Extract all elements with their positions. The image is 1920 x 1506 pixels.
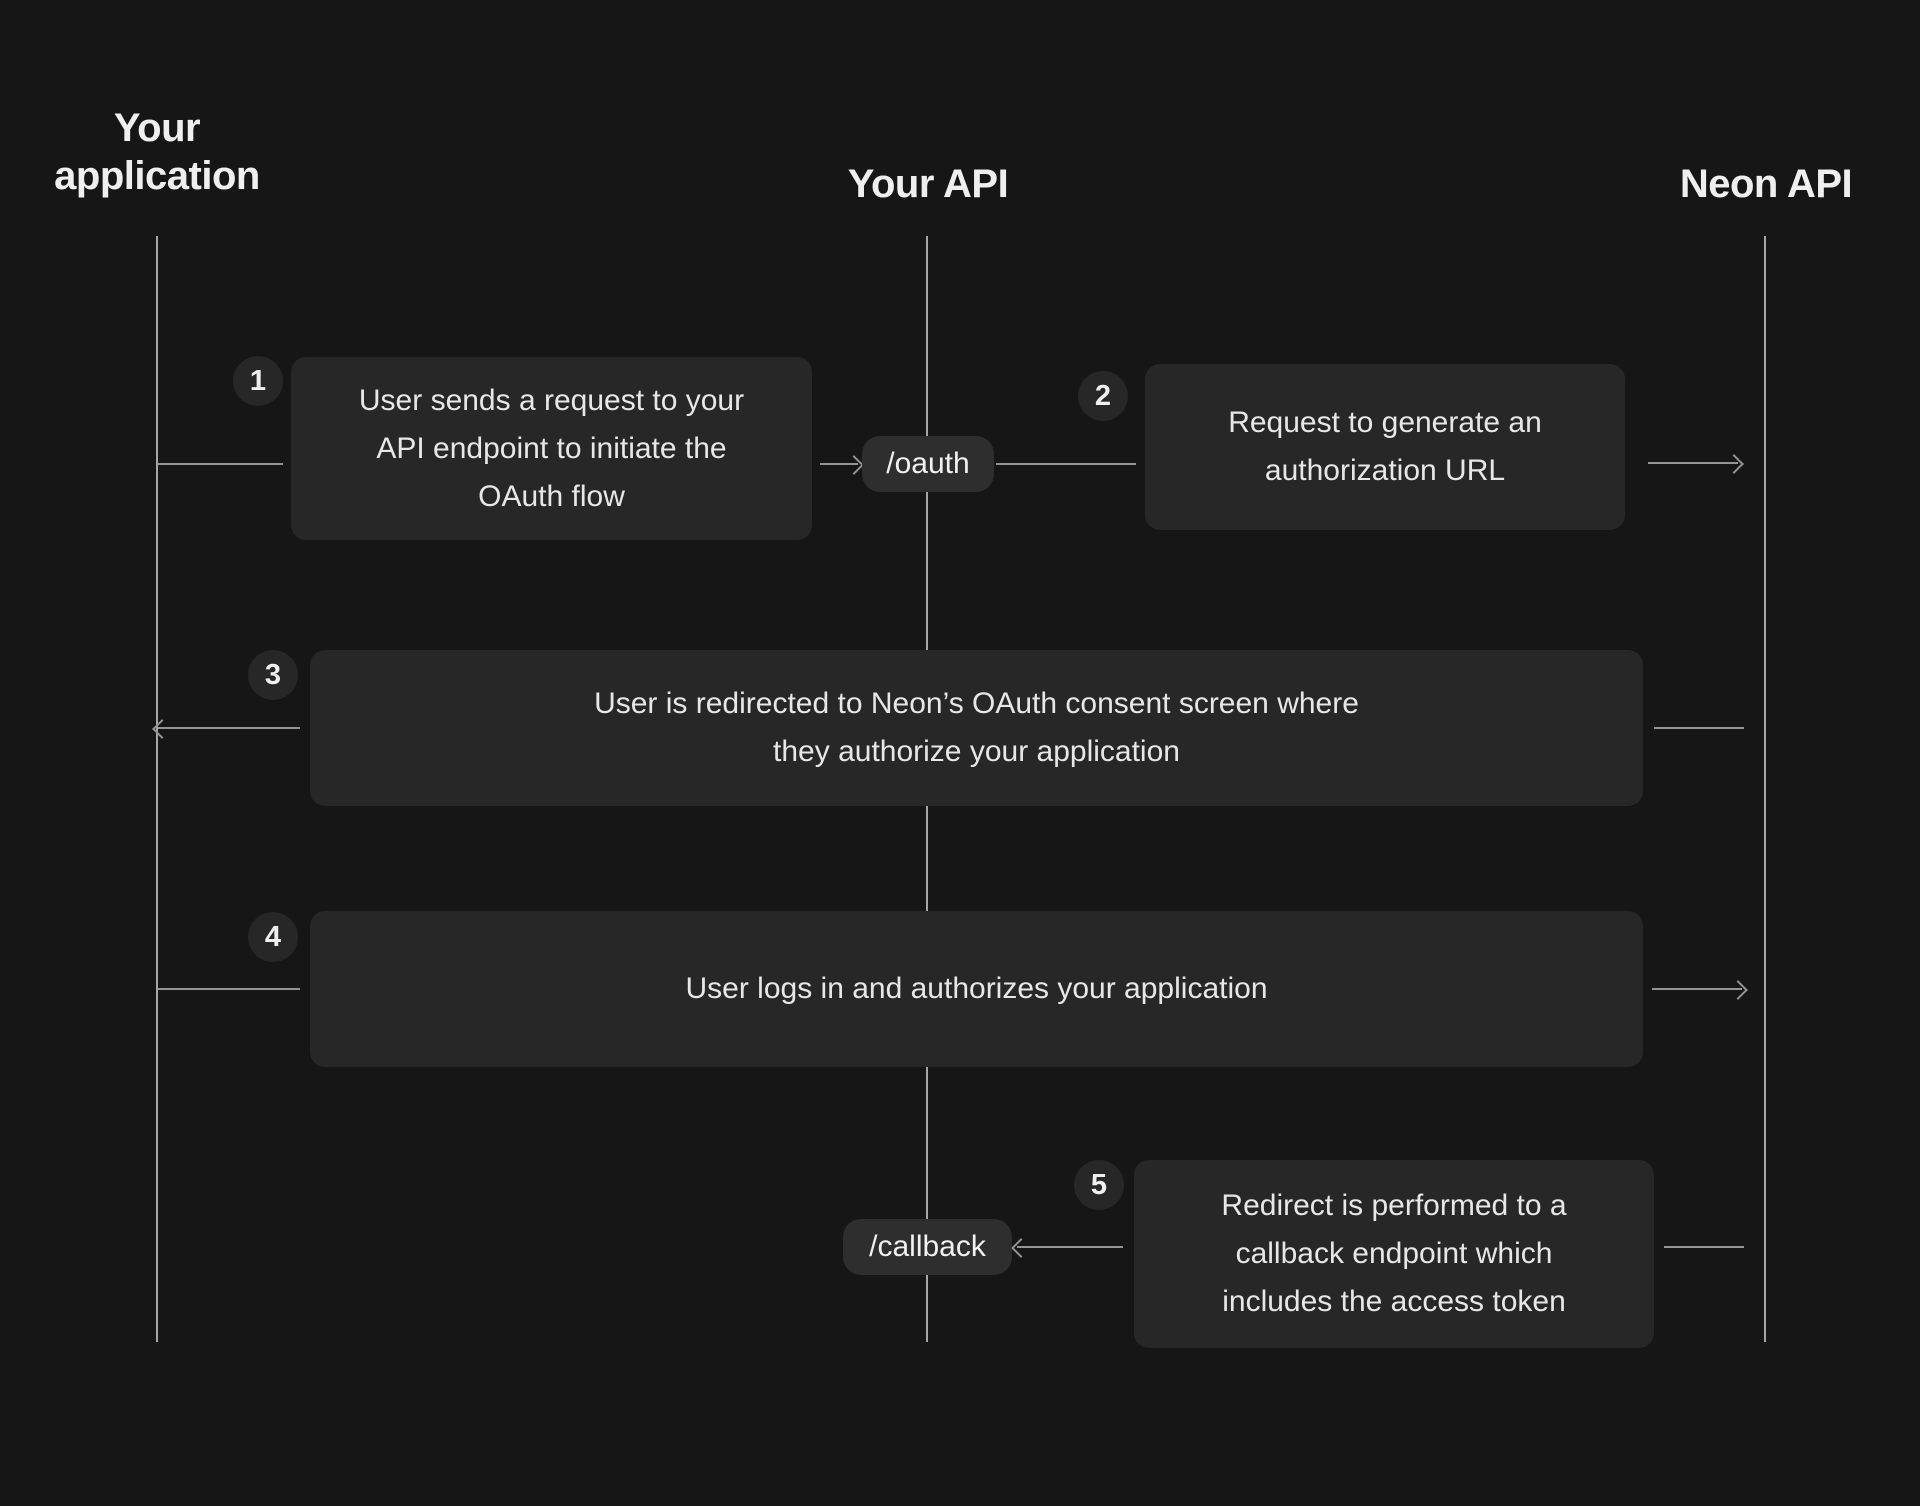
arrow-step3-box-to-app-lifeline: [158, 727, 300, 729]
endpoint-callback-pill: /callback: [843, 1219, 1012, 1275]
connector-oauth-endpoint-to-step2-box: [996, 463, 1136, 465]
lifeline-your-application: [156, 236, 158, 1342]
arrow-step4-box-to-neon-lifeline: [1652, 988, 1742, 990]
actor-label-neon-api: Neon API: [1679, 162, 1853, 206]
step-2-number-badge: 2: [1078, 371, 1128, 421]
step-4-message-text: User logs in and authorizes your applica…: [685, 972, 1268, 1005]
connector-step1-app-lifeline-to-box: [158, 463, 283, 465]
arrow-step1-box-to-oauth-endpoint: [820, 463, 858, 465]
connector-step3-neon-lifeline-to-box: [1654, 727, 1744, 729]
step-3-message-box: User is redirected to Neon’s OAuth conse…: [310, 650, 1643, 806]
step-1-message-text: User sends a request to your API endpoin…: [358, 383, 745, 513]
step-4-message-box: User logs in and authorizes your applica…: [310, 911, 1643, 1067]
connector-step4-app-lifeline-to-box: [158, 988, 300, 990]
step-1-number-badge: 1: [233, 356, 283, 406]
step-5-number-badge: 5: [1074, 1160, 1124, 1210]
step-2-message-text: Request to generate an authorization URL: [1228, 406, 1542, 487]
step-3-number-badge: 3: [248, 650, 298, 700]
endpoint-callback-label: /callback: [869, 1230, 986, 1263]
step-5-message-box: Redirect is performed to a callback endp…: [1134, 1160, 1654, 1348]
arrow-step5-box-to-callback-endpoint: [1017, 1246, 1123, 1248]
connector-step5-neon-lifeline-to-box: [1664, 1246, 1744, 1248]
endpoint-oauth-label: /oauth: [886, 447, 970, 480]
actor-label-your-application: Your application: [54, 106, 260, 198]
step-2-message-box: Request to generate an authorization URL: [1145, 364, 1625, 530]
lifeline-neon-api: [1764, 236, 1766, 1342]
step-4-number-badge: 4: [248, 912, 298, 962]
arrow-step2-box-to-neon-lifeline: [1648, 462, 1738, 464]
endpoint-oauth-pill: /oauth: [862, 436, 994, 492]
step-1-message-box: User sends a request to your API endpoin…: [291, 357, 812, 540]
step-5-message-text: Redirect is performed to a callback endp…: [1221, 1189, 1567, 1318]
step-3-message-text: User is redirected to Neon’s OAuth conse…: [594, 687, 1359, 768]
actor-label-your-api: Your API: [847, 162, 1009, 206]
